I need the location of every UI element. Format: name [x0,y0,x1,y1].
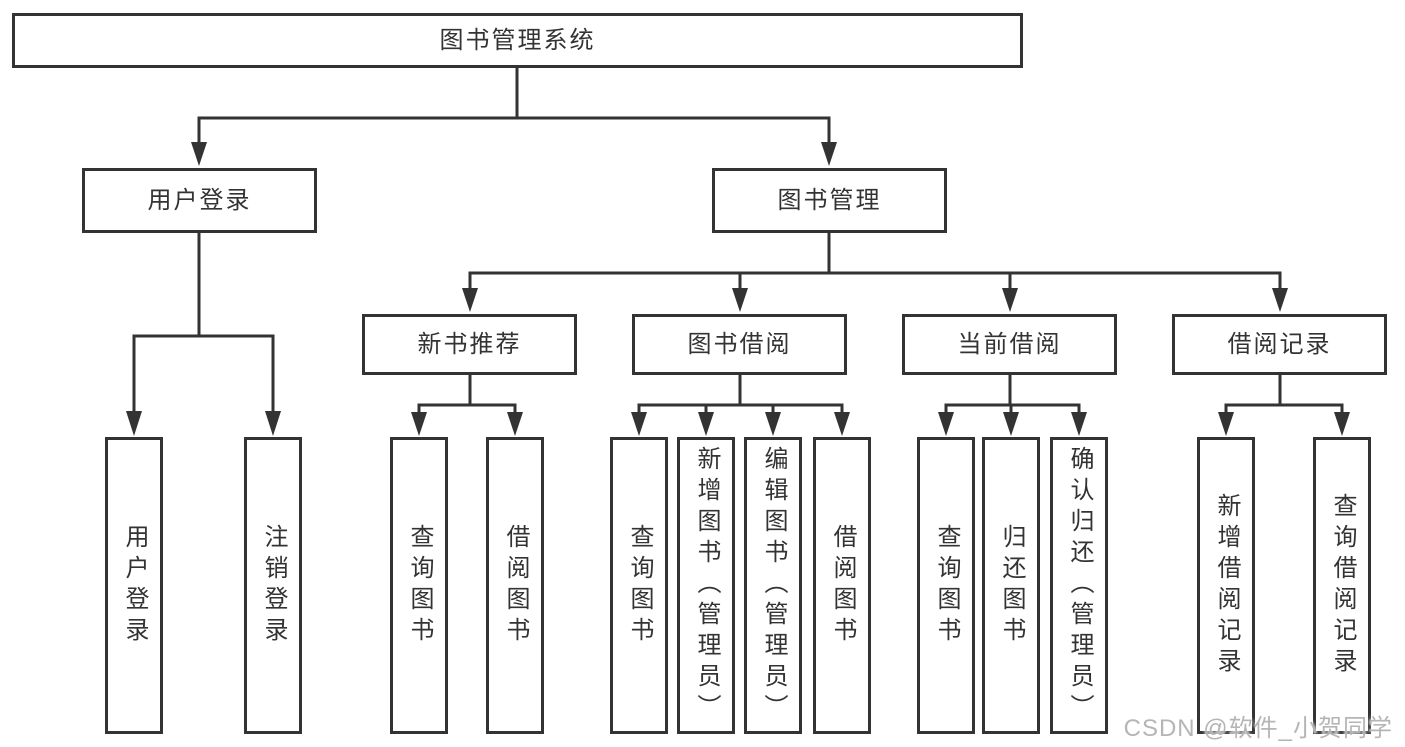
node-label: 新书推荐 [417,330,522,358]
node-label: 图书管理系统 [439,26,596,54]
node-label: 新增图书（管理员） [693,446,720,725]
leaf-borrow-query-book: 查询图书 [610,437,668,734]
node-user-login: 用户登录 [82,168,317,233]
node-label: 用户登录 [121,523,148,648]
node-label: 图书借阅 [687,330,792,358]
node-label: 注销登录 [260,523,287,648]
node-label: 新增借阅记录 [1213,492,1240,679]
node-label: 查询图书 [406,523,433,648]
node-label: 编辑图书（管理员） [760,446,787,725]
edge-current-borrow-fork [938,375,1087,436]
node-label: 借阅图书 [829,523,856,648]
node-label: 用户登录 [147,186,252,214]
node-book-management: 图书管理 [712,168,947,233]
leaf-current-confirm-return: 确认归还（管理员） [1050,437,1108,734]
node-label: 归还图书 [998,523,1025,648]
node-borrow-records: 借阅记录 [1172,314,1387,375]
node-label: 查询图书 [933,523,960,648]
node-library-system: 图书管理系统 [12,13,1023,68]
leaf-borrow-add-book: 新增图书（管理员） [677,437,735,734]
leaf-records-query-record: 查询借阅记录 [1313,437,1371,734]
leaf-borrow-borrow-book: 借阅图书 [813,437,871,734]
edge-book-borrow-fork [631,375,850,436]
node-label: 图书管理 [777,186,882,214]
leaf-logout: 注销登录 [244,437,302,734]
leaf-current-return-book: 归还图书 [982,437,1040,734]
node-new-book-recommend: 新书推荐 [362,314,577,375]
leaf-current-query-book: 查询图书 [917,437,975,734]
node-label: 查询图书 [626,523,653,648]
leaf-newbook-query-book: 查询图书 [390,437,448,734]
node-label: 借阅记录 [1227,330,1332,358]
node-label: 确认归还（管理员） [1066,446,1093,725]
edge-book-management-fork [462,233,1288,312]
leaf-newbook-borrow-book: 借阅图书 [486,437,544,734]
leaf-records-add-record: 新增借阅记录 [1197,437,1255,734]
leaf-borrow-edit-book: 编辑图书（管理员） [744,437,802,734]
edge-new-book-recommend-fork [411,375,523,436]
edge-borrow-records-fork [1218,375,1350,436]
node-current-borrow: 当前借阅 [902,314,1117,375]
node-book-borrow: 图书借阅 [632,314,847,375]
edge-user-login-fork [126,233,281,436]
leaf-user-login: 用户登录 [105,437,163,734]
csdn-watermark: CSDN @软件_小贺同学 [1123,715,1393,742]
node-label: 借阅图书 [502,523,529,648]
edge-root-fork [191,68,837,166]
node-label: 查询借阅记录 [1329,492,1356,679]
node-label: 当前借阅 [957,330,1062,358]
